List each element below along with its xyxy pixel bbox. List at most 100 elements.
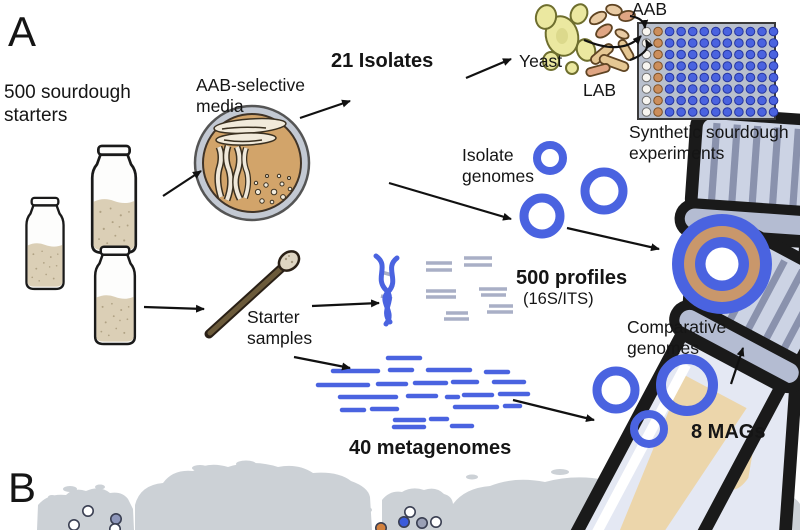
well (653, 26, 663, 37)
well (711, 61, 721, 71)
well (757, 84, 767, 94)
well (745, 107, 756, 117)
comparative-genomes-icon (672, 214, 772, 314)
aab-bacteria-icon (588, 3, 636, 40)
amplicon-profiles-icon (426, 256, 513, 321)
well (757, 38, 767, 48)
well (757, 107, 767, 117)
well (745, 95, 756, 106)
label-sourdough-starters: 500 sourdough starters (4, 82, 131, 127)
well (711, 38, 721, 48)
sample-point (429, 515, 442, 528)
well (722, 61, 733, 71)
well (653, 95, 663, 106)
well (757, 72, 767, 83)
well (664, 72, 675, 83)
sample-point (397, 515, 410, 528)
petri-dish-icon (193, 104, 311, 222)
sample-point (68, 519, 80, 530)
well (768, 61, 779, 71)
well (676, 107, 686, 117)
sourdough-jar-icon (25, 196, 65, 291)
well (641, 107, 652, 117)
well (734, 61, 744, 71)
well (734, 72, 744, 83)
well (711, 72, 721, 83)
well (711, 49, 721, 60)
well (699, 49, 710, 60)
sample-point (375, 522, 387, 530)
dna-helix-icon (373, 253, 400, 327)
well (664, 61, 675, 71)
well (687, 38, 698, 48)
well (687, 95, 698, 106)
well (722, 49, 733, 60)
well (664, 26, 675, 37)
label-21-isolates: 21 Isolates (331, 50, 434, 72)
well (734, 26, 744, 37)
well (676, 49, 686, 60)
label-starter-samples: Starter samples (247, 307, 313, 349)
well (734, 84, 744, 94)
well (745, 49, 756, 60)
well (734, 38, 744, 48)
label-synthetic-experiments: Synthetic sourdough experiments (629, 122, 789, 164)
well (745, 72, 756, 83)
label-40-metagenomes: 40 metagenomes (349, 437, 512, 459)
sourdough-jar-icon (92, 146, 136, 253)
well (699, 95, 710, 106)
label-aab-selective-media: AAB-selective media (196, 75, 305, 117)
label-yeast: Yeast (519, 51, 563, 71)
well (768, 95, 779, 106)
well (768, 107, 779, 117)
mags-rings-icon (592, 354, 718, 448)
label-500-profiles: 500 profiles (516, 267, 628, 289)
well (676, 84, 686, 94)
well (768, 72, 779, 83)
well (699, 38, 710, 48)
sample-point (110, 512, 123, 525)
panel-b-label: B (8, 464, 37, 511)
well (687, 49, 698, 60)
sample-point (82, 504, 95, 517)
well (722, 26, 733, 37)
well (711, 107, 721, 117)
well (641, 61, 652, 71)
well (711, 95, 721, 106)
well (745, 26, 756, 37)
well (757, 26, 767, 37)
sample-point (109, 523, 121, 530)
label-8-mags: 8 MAGs (691, 421, 766, 443)
well (768, 49, 779, 60)
well (699, 107, 710, 117)
well (722, 38, 733, 48)
well (722, 72, 733, 83)
well (676, 72, 686, 83)
well (757, 95, 767, 106)
well (641, 84, 652, 94)
well (653, 72, 663, 83)
well (699, 26, 710, 37)
well (687, 61, 698, 71)
well (664, 107, 675, 117)
well-plate-icon (637, 22, 779, 120)
well (664, 95, 675, 106)
well (768, 84, 779, 94)
label-isolate-genomes: Isolate genomes (462, 145, 534, 187)
label-lab: LAB (583, 80, 617, 100)
swab-icon (204, 250, 301, 339)
well (722, 95, 733, 106)
well (676, 61, 686, 71)
well (653, 107, 663, 117)
well (653, 84, 663, 94)
well (641, 26, 652, 37)
metagenome-reads-icon (315, 355, 531, 430)
well (768, 26, 779, 37)
well (653, 38, 663, 48)
well (722, 107, 733, 117)
well (757, 61, 767, 71)
isolate-genomes-rings-icon (519, 141, 628, 239)
well (676, 26, 686, 37)
